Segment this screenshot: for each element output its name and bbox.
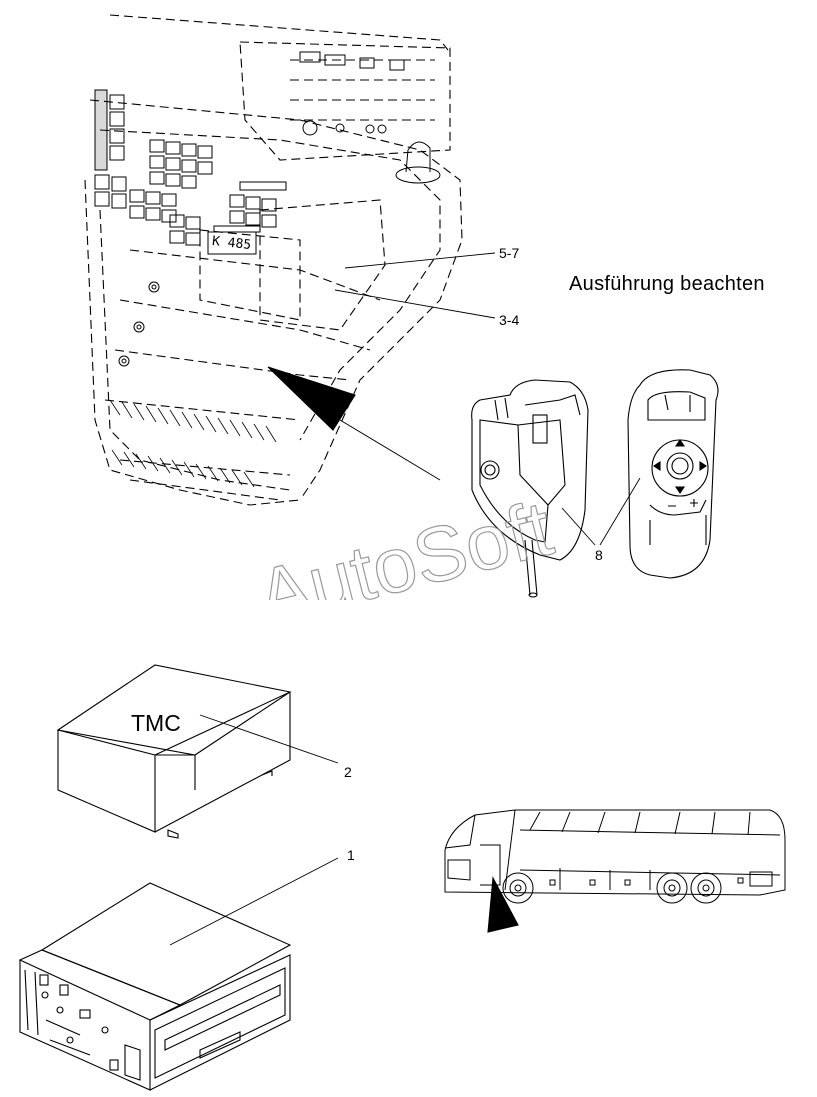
leader-line (199, 714, 339, 764)
microphone-holder (471, 379, 589, 598)
dashboard-switches (94, 51, 441, 367)
callout-8: 8 (595, 547, 603, 563)
callout-5-7: 5-7 (499, 245, 520, 261)
note-text: Ausführung beachten (569, 273, 765, 295)
leader-line (334, 289, 496, 319)
tmc-box (56, 664, 292, 839)
leader-line (344, 252, 496, 269)
tmc-label: TMC (131, 710, 181, 736)
callout-2: 2 (344, 764, 352, 780)
bus-arrow (487, 876, 519, 933)
bus-illustration (444, 809, 786, 904)
callout-3-4: 3-4 (499, 312, 520, 328)
watermark: AutoSoft (248, 483, 561, 600)
leader-line (561, 507, 596, 546)
leader-line (169, 857, 339, 946)
grill-lines (109, 399, 277, 488)
watermark-text: AutoSoft (249, 483, 561, 600)
dashboard-drawing (84, 14, 463, 506)
radio-unit (18, 882, 292, 1091)
direction-arrow (267, 366, 356, 431)
remote-control (627, 369, 719, 579)
callout-1: 1 (347, 847, 355, 863)
dashboard-display: K 485 (211, 233, 252, 254)
leader-line (599, 477, 641, 546)
